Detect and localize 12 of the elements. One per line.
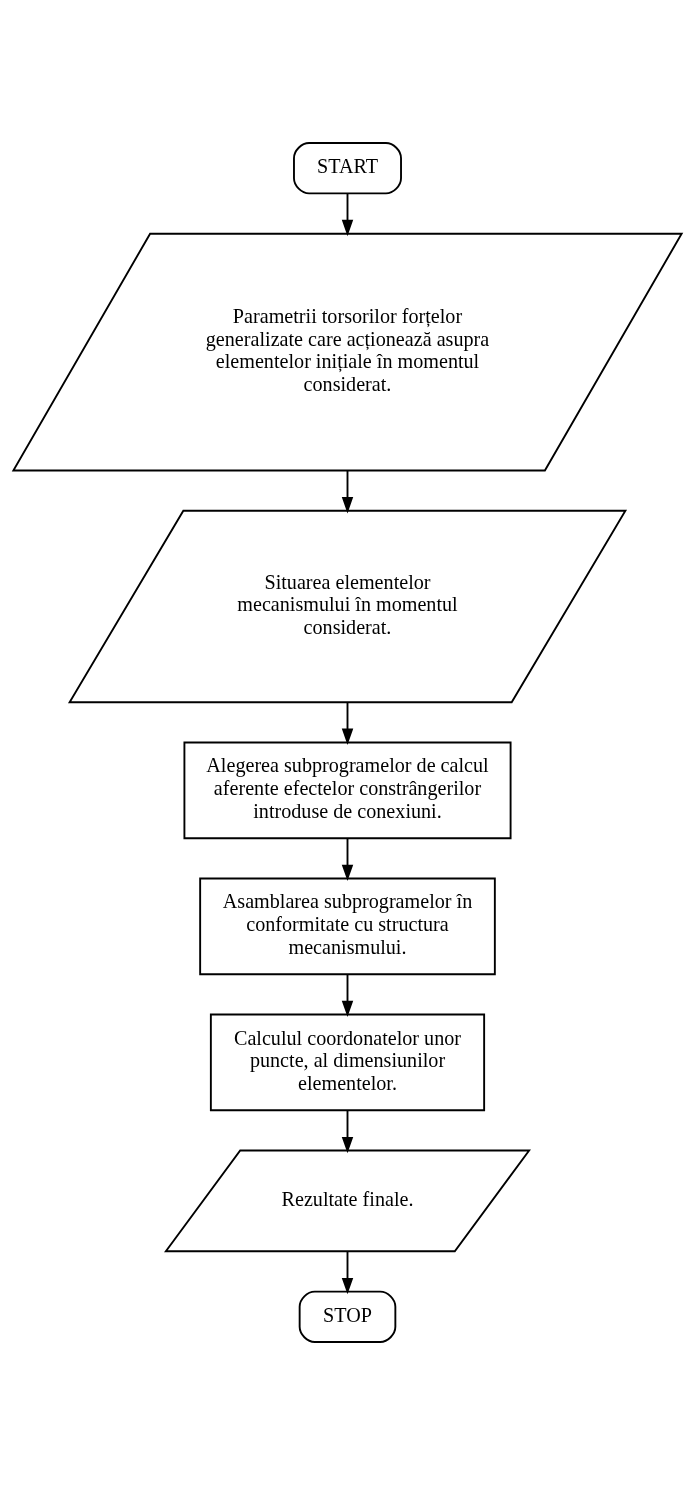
arrow <box>341 701 354 745</box>
arrow <box>341 837 354 882</box>
arrow <box>341 469 354 514</box>
arrow <box>341 973 354 1018</box>
node-box: Asamblarea subprogramelor în conformitate cu structura mecanismului. <box>199 877 496 976</box>
node-box: Calculul coordonatelor unor puncte, al dimensiunilor elementelor. <box>209 1013 486 1112</box>
arrow <box>341 192 354 237</box>
arrow <box>341 1109 354 1154</box>
arrow <box>341 1250 354 1295</box>
node-box: Alegerea subprogramelor de calcul aferente efectelor constrângerilor introduse de conexiuni. <box>183 741 512 840</box>
node-box: STOP <box>298 1290 397 1343</box>
node-box: START <box>293 142 402 195</box>
